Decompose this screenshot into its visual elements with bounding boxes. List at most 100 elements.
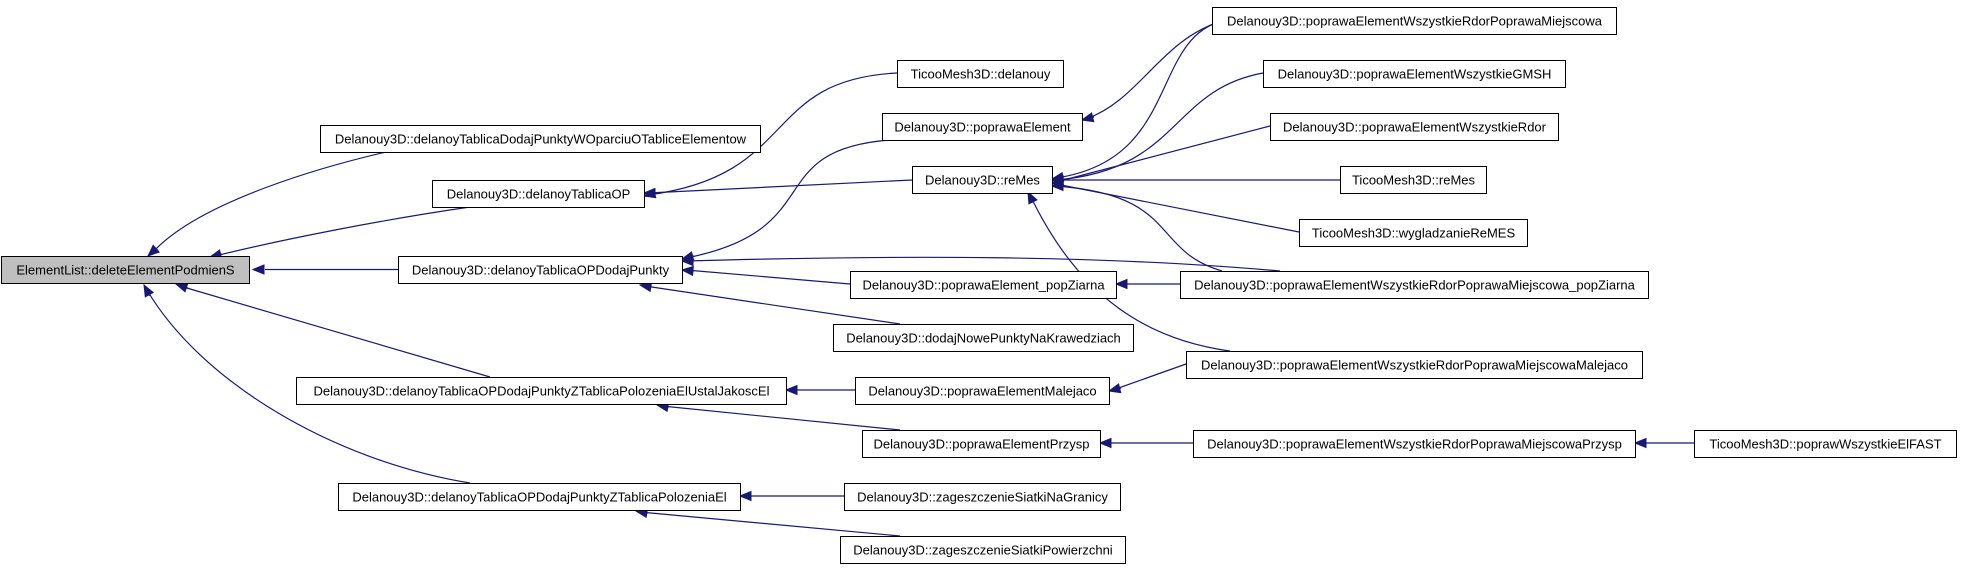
edge-n21-to-n8: [1027, 190, 1231, 352]
node-label: TicooMesh3D::reMes: [1352, 173, 1476, 188]
node-box[interactable]: [1694, 430, 1957, 458]
graph-node[interactable]: Delanouy3D::poprawaElement: [882, 113, 1083, 141]
edge-line: [639, 511, 901, 537]
node-box[interactable]: [912, 166, 1053, 194]
edge-line: [685, 139, 891, 259]
graph-node[interactable]: Delanouy3D::poprawaElement_popZiarna: [850, 271, 1117, 299]
node-label: Delanouy3D::zageszczenieSiatkiPowierzchn…: [853, 543, 1113, 558]
graph-node[interactable]: TicooMesh3D::wygladzanieReMES: [1299, 219, 1528, 247]
node-box[interactable]: [855, 377, 1110, 405]
node-box[interactable]: [840, 536, 1126, 564]
graph-node[interactable]: Delanouy3D::poprawaElementWszystkieRdor: [1270, 113, 1559, 141]
node-label: TicooMesh3D::wygladzanieReMES: [1312, 226, 1516, 241]
node-box[interactable]: [897, 60, 1064, 88]
node-label: Delanouy3D::dodajNowePunktyNaKrawedziach: [846, 331, 1121, 346]
edge-arrowhead: [147, 244, 161, 257]
edge-n20-to-n8: [1050, 180, 1223, 272]
node-box[interactable]: [882, 113, 1083, 141]
graph-node[interactable]: TicooMesh3D::delanouy: [897, 60, 1064, 88]
graph-node[interactable]: Delanouy3D::poprawaElementWszystkieRdorP…: [1193, 430, 1636, 458]
graph-node[interactable]: Delanouy3D::delanoyTablicaOPDodajPunktyZ…: [296, 377, 787, 405]
node-box[interactable]: [1270, 113, 1559, 141]
edge-line: [146, 289, 471, 484]
graph-node[interactable]: Delanouy3D::delanoyTablicaOPDodajPunkty: [398, 256, 683, 284]
node-box[interactable]: [1340, 166, 1487, 194]
edge-line: [647, 72, 898, 196]
graph-node[interactable]: Delanouy3D::reMes: [912, 166, 1053, 194]
edge-arrowhead: [1027, 190, 1038, 205]
edge-arrowhead: [680, 265, 694, 277]
edge-n7-to-n3: [680, 139, 891, 262]
graph-node[interactable]: TicooMesh3D::reMes: [1340, 166, 1487, 194]
node-label: Delanouy3D::poprawaElementWszystkieRdorP…: [1201, 358, 1628, 373]
root-node[interactable]: ElementList::deleteElementPodmienS: [1, 256, 250, 284]
edge-arrowhead: [1098, 437, 1112, 449]
edge-n21-to-n11: [1107, 363, 1187, 394]
edge-line: [661, 405, 901, 431]
node-label: Delanouy3D::poprawaElementWszystkieRdorP…: [1227, 14, 1603, 29]
node-box[interactable]: [850, 271, 1117, 299]
graph-node[interactable]: Delanouy3D::delanoyTablicaOP: [432, 180, 645, 208]
graph-node[interactable]: Delanouy3D::zageszczenieSiatkiNaGranicy: [844, 483, 1121, 511]
graph-node[interactable]: Delanouy3D::zageszczenieSiatkiPowierzchn…: [840, 536, 1126, 564]
graph-node[interactable]: Delanouy3D::delanoyTablicaOPDodajPunktyZ…: [338, 483, 741, 511]
graph-node[interactable]: Delanouy3D::poprawaElementMalejaco: [855, 377, 1110, 405]
edge-line: [1055, 125, 1271, 183]
node-box[interactable]: [1212, 7, 1617, 35]
edge-n1-to-n0: [147, 151, 387, 257]
edge-n15-to-n8: [1050, 20, 1223, 183]
edge-arrowhead: [784, 384, 798, 396]
edge-arrowhead: [680, 255, 694, 267]
edge-n16-to-n8: [1050, 72, 1264, 186]
edge-n17-to-n8: [1050, 125, 1271, 187]
edge-arrowhead: [251, 264, 265, 275]
edge-arrowhead: [174, 282, 189, 293]
graph-node[interactable]: Delanouy3D::poprawaElementWszystkieRdorP…: [1212, 7, 1617, 35]
node-box[interactable]: [833, 324, 1134, 352]
node-box[interactable]: [296, 377, 787, 405]
node-label: Delanouy3D::zageszczenieSiatkiNaGranicy: [857, 490, 1108, 505]
node-box[interactable]: [1193, 430, 1636, 458]
node-label: Delanouy3D::poprawaElementWszystkieRdorP…: [1194, 278, 1636, 293]
graph-node[interactable]: Delanouy3D::delanoyTablicaDodajPunktyWOp…: [320, 125, 761, 153]
node-box[interactable]: [1263, 60, 1566, 88]
node-box[interactable]: [1299, 219, 1528, 247]
edge-n8-to-n2: [642, 179, 913, 199]
node-label: Delanouy3D::poprawaElement: [894, 120, 1071, 135]
graph-node[interactable]: Delanouy3D::poprawaElementWszystkieRdorP…: [1186, 351, 1643, 379]
node-box[interactable]: [1180, 271, 1649, 299]
edge-line: [1055, 20, 1223, 179]
edge-n4-to-n0: [174, 282, 491, 378]
node-label: Delanouy3D::poprawaElementWszystkieRdorP…: [1207, 437, 1622, 452]
node-box[interactable]: [844, 483, 1121, 511]
edge-arrowhead: [642, 187, 656, 199]
edge-line: [179, 285, 491, 378]
edge-line: [685, 269, 851, 285]
edge-arrowhead: [1080, 112, 1095, 123]
graph-node[interactable]: Delanouy3D::poprawaElementWszystkieRdorP…: [1180, 271, 1649, 299]
graph-node[interactable]: Delanouy3D::dodajNowePunktyNaKrawedziach: [833, 324, 1134, 352]
node-box[interactable]: [338, 483, 741, 511]
node-box[interactable]: [1186, 351, 1643, 379]
node-box[interactable]: [862, 430, 1101, 458]
node-label: Delanouy3D::reMes: [925, 173, 1040, 188]
node-label: Delanouy3D::delanoyTablicaOP: [447, 187, 631, 202]
graph-node[interactable]: TicooMesh3D::poprawWszystkieElFAST: [1694, 430, 1957, 458]
edge-n3-to-n0: [251, 264, 398, 275]
node-box[interactable]: [432, 180, 645, 208]
edge-line: [1055, 185, 1223, 272]
edge-arrowhead: [1114, 278, 1128, 290]
node-box[interactable]: [398, 256, 683, 284]
edge-n15-to-n7: [1080, 20, 1223, 123]
edge-line: [1029, 194, 1231, 352]
node-label: Delanouy3D::poprawaElementWszystkieRdor: [1283, 120, 1547, 135]
node-label: Delanouy3D::delanoyTablicaDodajPunktyWOp…: [335, 132, 747, 147]
edge-n22-to-n12: [1098, 437, 1193, 449]
node-box[interactable]: [1, 256, 250, 284]
graph-node[interactable]: Delanouy3D::poprawaElementPrzysp: [862, 430, 1101, 458]
node-box[interactable]: [320, 125, 761, 153]
graph-node[interactable]: Delanouy3D::poprawaElementWszystkieGMSH: [1263, 60, 1566, 88]
edge-line: [685, 256, 1281, 272]
edge-n23-to-n22: [1633, 437, 1694, 449]
